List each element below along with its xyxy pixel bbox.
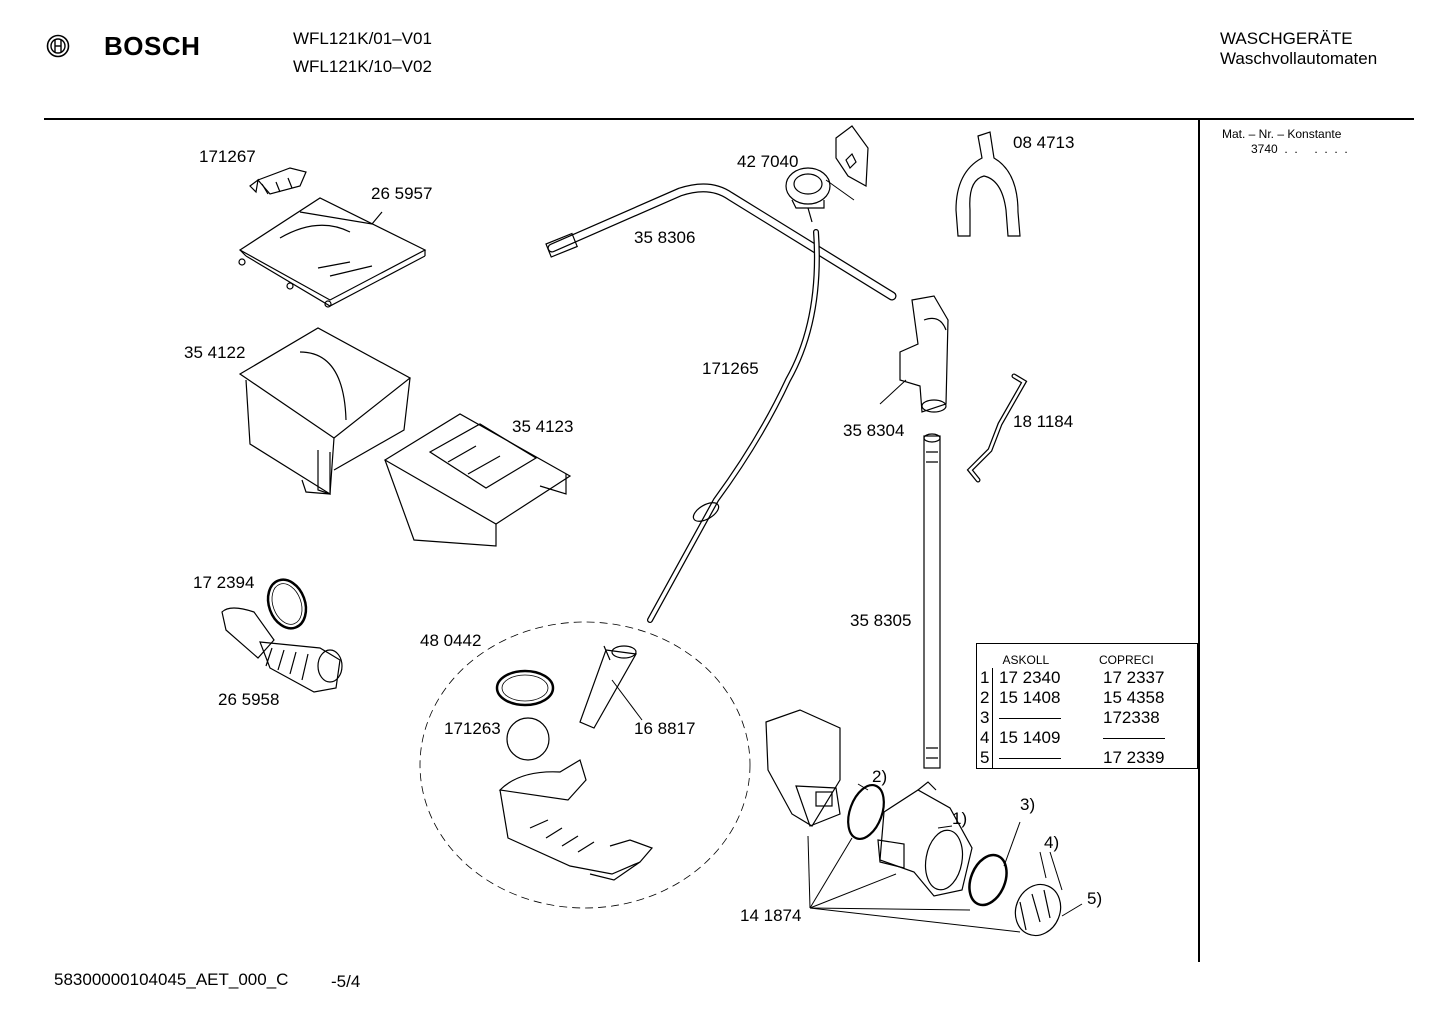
- table-row: 4 15 1409: [976, 728, 1198, 748]
- part-427040-pressure-switch: [785, 167, 831, 223]
- pump-seal-2: [847, 784, 885, 840]
- dash-mark: [999, 758, 1061, 760]
- label-172394: 17 2394: [193, 573, 255, 592]
- page-number: -5/4: [331, 972, 361, 991]
- label-358305: 35 8305: [850, 611, 912, 630]
- part-265957-dispenser-cover: [238, 197, 427, 308]
- pump-housing-1: [877, 781, 973, 897]
- part-358306-tube: [545, 183, 897, 301]
- copreci-cell: 15 4358: [1103, 688, 1165, 707]
- label-171267: 171267: [199, 147, 256, 166]
- part-171263-ball: [506, 717, 550, 761]
- model-number-2: WFL121K/10–V02: [293, 57, 432, 76]
- label-callout-5: 5): [1087, 889, 1103, 908]
- dash-mark: [1103, 738, 1165, 740]
- table-row: 5 17 2339: [976, 748, 1198, 769]
- bosch-logo-icon: [46, 34, 70, 58]
- side-panel-value: 3740 . . . . . .: [1251, 142, 1348, 156]
- label-callout-2: 2): [872, 767, 888, 786]
- label-181184: 18 1184: [1013, 412, 1074, 431]
- label-265957: 26 5957: [371, 184, 433, 203]
- part-427040-bracket: [835, 125, 869, 187]
- label-354122: 35 4122: [184, 343, 246, 362]
- category-title: WASCHGERÄTE: [1220, 29, 1353, 48]
- row-index: 5: [976, 748, 993, 769]
- label-358304: 35 8304: [843, 421, 905, 440]
- part-480442-group-outline: [419, 621, 751, 909]
- model-number-1: WFL121K/01–V01: [293, 29, 432, 48]
- table-row: 2 15 1408 15 4358: [976, 688, 1198, 708]
- pump-variant-table: ASKOLL COPRECI 1 17 2340 17 2337 2 15 14…: [976, 643, 1198, 769]
- row-index: 1: [976, 668, 993, 688]
- label-358306: 35 8306: [634, 228, 696, 247]
- row-index: 3: [976, 708, 993, 728]
- copreci-cell: 172338: [1103, 708, 1160, 727]
- row-index: 4: [976, 728, 993, 748]
- pump-seal-3: [968, 853, 1008, 907]
- document-id: 58300000104045_AET_000_C: [54, 970, 289, 989]
- table-row: 3 172338: [976, 708, 1198, 728]
- pump-filter-5: [1014, 883, 1062, 937]
- label-141874: 14 1874: [740, 906, 802, 925]
- label-171265: 171265: [702, 359, 759, 378]
- part-171267-clip: [249, 167, 307, 195]
- label-480442: 48 0442: [420, 631, 482, 650]
- askoll-cell: 17 2340: [999, 668, 1061, 687]
- part-168817-sensor: [579, 645, 637, 729]
- askoll-cell-empty: [993, 748, 1090, 769]
- header-copreci: COPRECI: [1099, 653, 1154, 667]
- label-354123: 35 4123: [512, 417, 574, 436]
- askoll-cell-empty: [993, 708, 1090, 728]
- dash-mark: [999, 718, 1061, 720]
- askoll-cell: 15 1408: [999, 688, 1061, 707]
- askoll-cell: 15 1409: [999, 728, 1061, 747]
- part-480442-ring: [495, 669, 555, 707]
- label-171263: 171263: [444, 719, 501, 738]
- part-172394-ring: [266, 578, 308, 630]
- copreci-cell-empty: [1089, 728, 1198, 748]
- label-168817: 16 8817: [634, 719, 696, 738]
- brand-name: BOSCH: [104, 31, 201, 61]
- leader-lines: [611, 179, 1083, 933]
- label-427040: 42 7040: [737, 152, 799, 171]
- part-480442-sump-hose: [498, 759, 654, 881]
- part-265958-hose: [221, 607, 343, 693]
- part-358304-trap: [899, 295, 949, 413]
- row-index: 2: [976, 688, 993, 708]
- label-callout-3: 3): [1020, 795, 1036, 814]
- variant-table-header: ASKOLL COPRECI: [977, 644, 1198, 669]
- part-171265-pressure-hose: [647, 229, 820, 623]
- part-358305-hose: [923, 433, 941, 769]
- part-pump-motor: [765, 709, 841, 827]
- part-084713-hose-holder: [955, 131, 1021, 237]
- table-row: 1 17 2340 17 2337: [976, 668, 1198, 688]
- side-panel-title: Mat. – Nr. – Konstante: [1222, 127, 1342, 141]
- subcategory-title: Waschvollautomaten: [1220, 49, 1378, 68]
- copreci-cell: 17 2339: [1103, 748, 1165, 767]
- label-265958: 26 5958: [218, 690, 280, 709]
- header-askoll: ASKOLL: [1002, 653, 1050, 667]
- label-084713: 08 4713: [1013, 133, 1075, 152]
- part-354122-drawer-housing: [238, 327, 412, 496]
- header-index: [977, 644, 993, 669]
- label-callout-1: 1): [952, 809, 968, 828]
- copreci-cell: 17 2337: [1103, 668, 1165, 687]
- part-354123-detergent-drawer: [383, 413, 572, 547]
- label-callout-4: 4): [1044, 833, 1060, 852]
